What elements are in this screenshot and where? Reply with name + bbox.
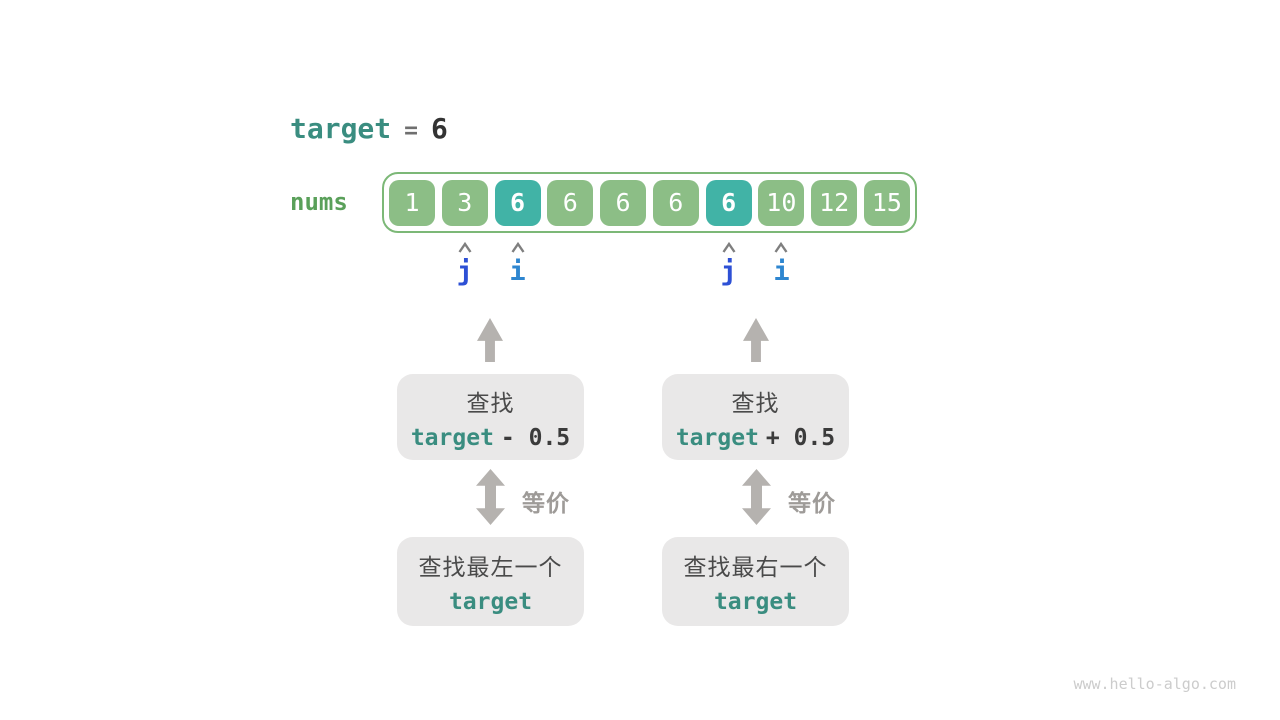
- search-box-left: 查找 target - 0.5: [397, 374, 584, 460]
- caret-up-icon: [458, 241, 472, 253]
- array-cell: 10: [758, 179, 805, 226]
- array-cell: 12: [811, 179, 858, 226]
- equivalence-label: 等价: [788, 490, 836, 516]
- pointer-j: j: [445, 241, 485, 288]
- array-cell: 15: [863, 179, 910, 226]
- pointer-i: i: [498, 241, 538, 288]
- pointer-label: j: [456, 256, 473, 287]
- caret-up-icon: [722, 241, 736, 253]
- caret-up-icon: [774, 241, 788, 253]
- result-target: target: [448, 589, 533, 615]
- result-box-left: 查找最左一个 target: [397, 537, 584, 626]
- equals-sign: =: [404, 118, 419, 144]
- equivalence-label: 等价: [522, 490, 570, 516]
- search-expression: target - 0.5: [411, 425, 570, 451]
- pointer-label: i: [509, 256, 526, 287]
- search-box-right: 查找 target + 0.5: [662, 374, 849, 460]
- pointer-j: j: [709, 241, 749, 288]
- watermark: www.hello-algo.com: [1073, 675, 1236, 693]
- array-cell: 6: [547, 179, 594, 226]
- target-variable: target: [290, 112, 392, 145]
- pointer-label: j: [720, 256, 737, 287]
- array-cell: 6: [494, 179, 541, 226]
- up-down-arrow-icon: [742, 469, 771, 525]
- nums-label: nums: [290, 188, 348, 216]
- search-caption: 查找: [466, 389, 515, 416]
- search-expression: target + 0.5: [676, 425, 835, 451]
- expression-variable: target: [675, 424, 759, 451]
- up-arrow-icon: [477, 318, 503, 362]
- result-box-right: 查找最右一个 target: [662, 537, 849, 626]
- array-cell: 1: [389, 179, 435, 226]
- target-value: 6: [431, 112, 448, 145]
- array-cell: 3: [441, 179, 488, 226]
- target-expression: target = 6: [290, 112, 448, 145]
- pointer-label: i: [773, 256, 790, 287]
- array-cell: 6: [705, 179, 752, 226]
- caret-up-icon: [511, 241, 525, 253]
- up-arrow-icon: [743, 318, 769, 362]
- expression-operation: - 0.5: [500, 424, 571, 451]
- search-caption: 查找: [731, 389, 780, 416]
- up-down-arrow-icon: [476, 469, 505, 525]
- result-caption: 查找最左一个: [418, 554, 563, 580]
- result-target: target: [713, 589, 798, 615]
- result-caption: 查找最右一个: [683, 554, 828, 580]
- array-cell: 6: [652, 179, 699, 226]
- expression-operation: + 0.5: [765, 424, 836, 451]
- expression-variable: target: [410, 424, 494, 451]
- array-cell: 6: [600, 179, 647, 226]
- pointer-i: i: [761, 241, 801, 288]
